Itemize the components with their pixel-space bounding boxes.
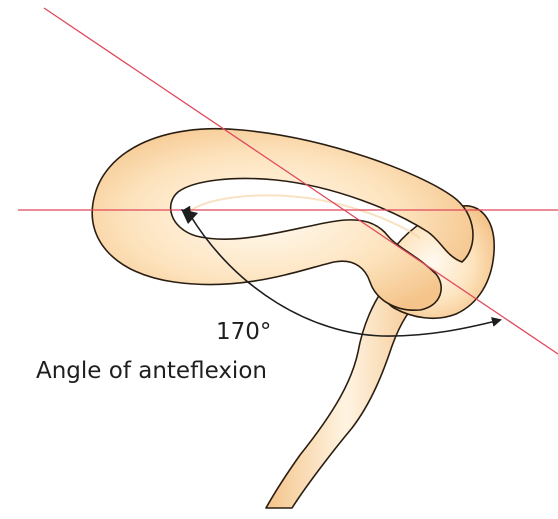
angle-caption: Angle of anteflexion (36, 358, 267, 384)
arrow-head-start (181, 209, 198, 224)
uterine-body (92, 129, 473, 311)
angle-value-label: 170° (216, 319, 271, 345)
